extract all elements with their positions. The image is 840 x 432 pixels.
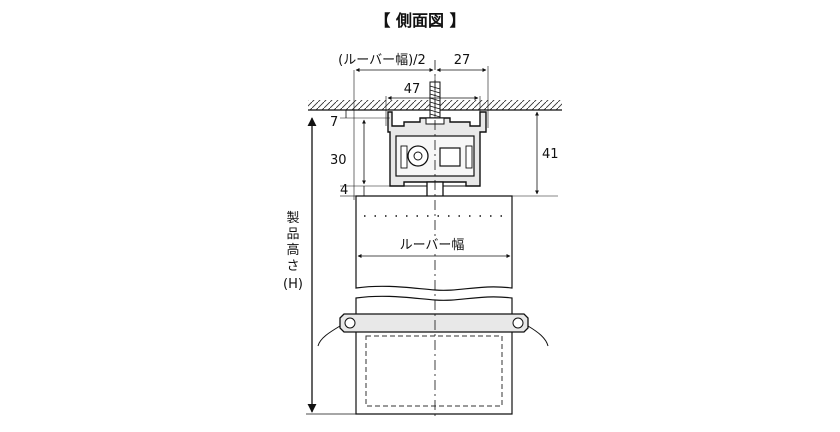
diagram-title: 【 側面図 】 <box>374 11 465 30</box>
height-label-unit: (H) <box>283 277 303 292</box>
height-label-char: さ <box>286 259 299 274</box>
dim-47: 47 <box>404 82 421 97</box>
height-label-char: 高 <box>286 242 299 258</box>
dim-louver-width: ルーバー幅 <box>400 238 465 253</box>
dim-41: 41 <box>542 147 559 162</box>
bottom-weight <box>317 313 549 407</box>
dim-louver-half: (ルーバー幅)/2 <box>338 53 426 68</box>
dim-4: 4 <box>340 183 348 198</box>
extension-lines <box>340 66 558 200</box>
height-label: 製 品 高 さ (H) <box>283 211 303 292</box>
height-label-char: 製 <box>286 211 299 226</box>
dim-30: 30 <box>330 153 347 168</box>
bracket-rail <box>387 111 487 187</box>
dim-7: 7 <box>330 115 338 130</box>
height-label-char: 品 <box>286 227 299 242</box>
dim-27: 27 <box>454 53 471 68</box>
